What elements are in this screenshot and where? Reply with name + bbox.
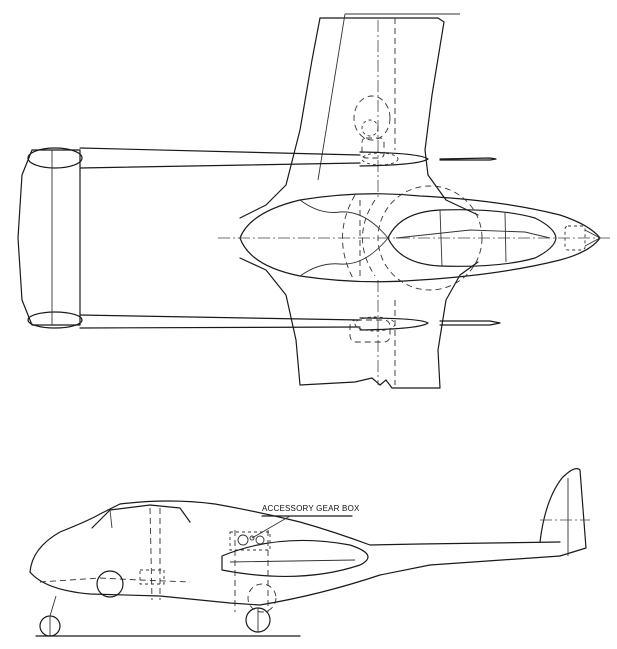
accessory-gear-box-label: ACCESSORY GEAR BOX bbox=[262, 504, 360, 513]
side-fuselage bbox=[29, 500, 561, 612]
vertical-tail bbox=[539, 468, 590, 557]
center-fuselage bbox=[218, 185, 612, 291]
landing-gear bbox=[35, 570, 301, 637]
side-elevation: ACCESSORY GEAR BOX bbox=[29, 468, 590, 637]
lower-wing bbox=[239, 257, 479, 389]
tailplane bbox=[17, 147, 83, 329]
accessory-gear-box-callout: ACCESSORY GEAR BOX bbox=[249, 504, 360, 541]
upper-wing bbox=[239, 13, 479, 219]
tail-booms bbox=[79, 147, 501, 332]
plan-view bbox=[17, 13, 612, 389]
